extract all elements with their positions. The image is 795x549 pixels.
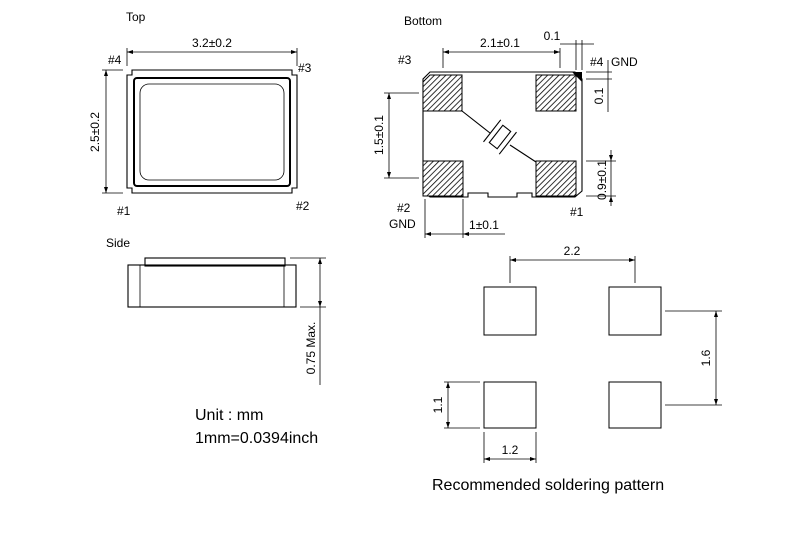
bottom-corner-x-dim: 0.1 bbox=[544, 29, 561, 43]
top-view: Top 3.2±0.2 2.5±0.2 #4 #3 #1 #2 bbox=[88, 10, 312, 218]
side-view: Side 0.75 Max. bbox=[106, 236, 326, 385]
top-height-dim: 2.5±0.2 bbox=[88, 112, 102, 152]
units-note: Unit : mm 1mm=0.0394inch bbox=[195, 407, 318, 447]
bottom-pin1-label: #1 bbox=[570, 205, 584, 219]
bottom-pad-w-dim: 1±0.1 bbox=[469, 218, 499, 232]
bottom-pin4-label: #4 bbox=[590, 55, 604, 69]
solder-pitch-y-dim: 1.6 bbox=[699, 349, 713, 366]
crystal-lead-b bbox=[509, 144, 537, 163]
bottom-pad-1 bbox=[535, 160, 577, 197]
crystal-lead-a bbox=[461, 110, 491, 134]
crystal-symbol bbox=[483, 119, 517, 155]
bottom-gnd-bottom: GND bbox=[389, 217, 416, 231]
bottom-pin3-label: #3 bbox=[398, 53, 412, 67]
side-view-title: Side bbox=[106, 236, 130, 250]
bottom-view: Bottom 2.1±0.1 0.1 0.1 bbox=[372, 14, 638, 238]
bottom-view-title: Bottom bbox=[404, 14, 442, 28]
top-width-dim: 3.2±0.2 bbox=[192, 36, 232, 50]
bottom-pad-2 bbox=[422, 160, 464, 197]
solder-pad-bottom-left bbox=[483, 381, 537, 429]
bottom-pad4-marker bbox=[572, 72, 582, 82]
bottom-pitch-x-dim: 2.1±0.1 bbox=[480, 36, 520, 50]
bottom-pad-3 bbox=[422, 74, 463, 112]
bottom-pad-h-dim: 0.9±0.1 bbox=[595, 160, 609, 200]
top-pin2-label: #2 bbox=[296, 199, 310, 213]
solder-pad-bottom-right bbox=[608, 381, 662, 429]
side-height-dim: 0.75 Max. bbox=[304, 322, 318, 375]
top-pin4-label: #4 bbox=[108, 53, 122, 67]
bottom-corner-y-dim: 0.1 bbox=[592, 87, 606, 104]
solder-pad-top-right bbox=[608, 286, 662, 336]
conversion-line: 1mm=0.0394inch bbox=[195, 430, 318, 447]
bottom-pin2-label: #2 bbox=[397, 201, 411, 215]
solder-pad-top-left bbox=[483, 286, 537, 336]
unit-line: Unit : mm bbox=[195, 407, 263, 424]
top-lid-inner bbox=[139, 83, 285, 181]
bottom-pad-4 bbox=[535, 74, 577, 112]
bottom-pitch-y-dim: 1.5±0.1 bbox=[372, 115, 386, 155]
soldering-title: Recommended soldering pattern bbox=[432, 477, 664, 494]
top-view-title: Top bbox=[126, 10, 146, 24]
solder-pad-h-dim: 1.1 bbox=[431, 396, 445, 413]
top-pin3-label: #3 bbox=[298, 61, 312, 75]
solder-pad-w-dim: 1.2 bbox=[502, 443, 519, 457]
bottom-gnd-top: GND bbox=[611, 55, 638, 69]
top-pin1-label: #1 bbox=[117, 204, 131, 218]
solder-pitch-x-dim: 2.2 bbox=[564, 244, 581, 258]
side-base bbox=[127, 264, 297, 308]
top-lid-ring bbox=[133, 77, 291, 187]
soldering-pattern: 2.2 1.6 1.1 1.2 Recommended soldering pa… bbox=[431, 244, 722, 494]
side-lid bbox=[144, 257, 286, 267]
top-body-outline bbox=[126, 69, 298, 194]
